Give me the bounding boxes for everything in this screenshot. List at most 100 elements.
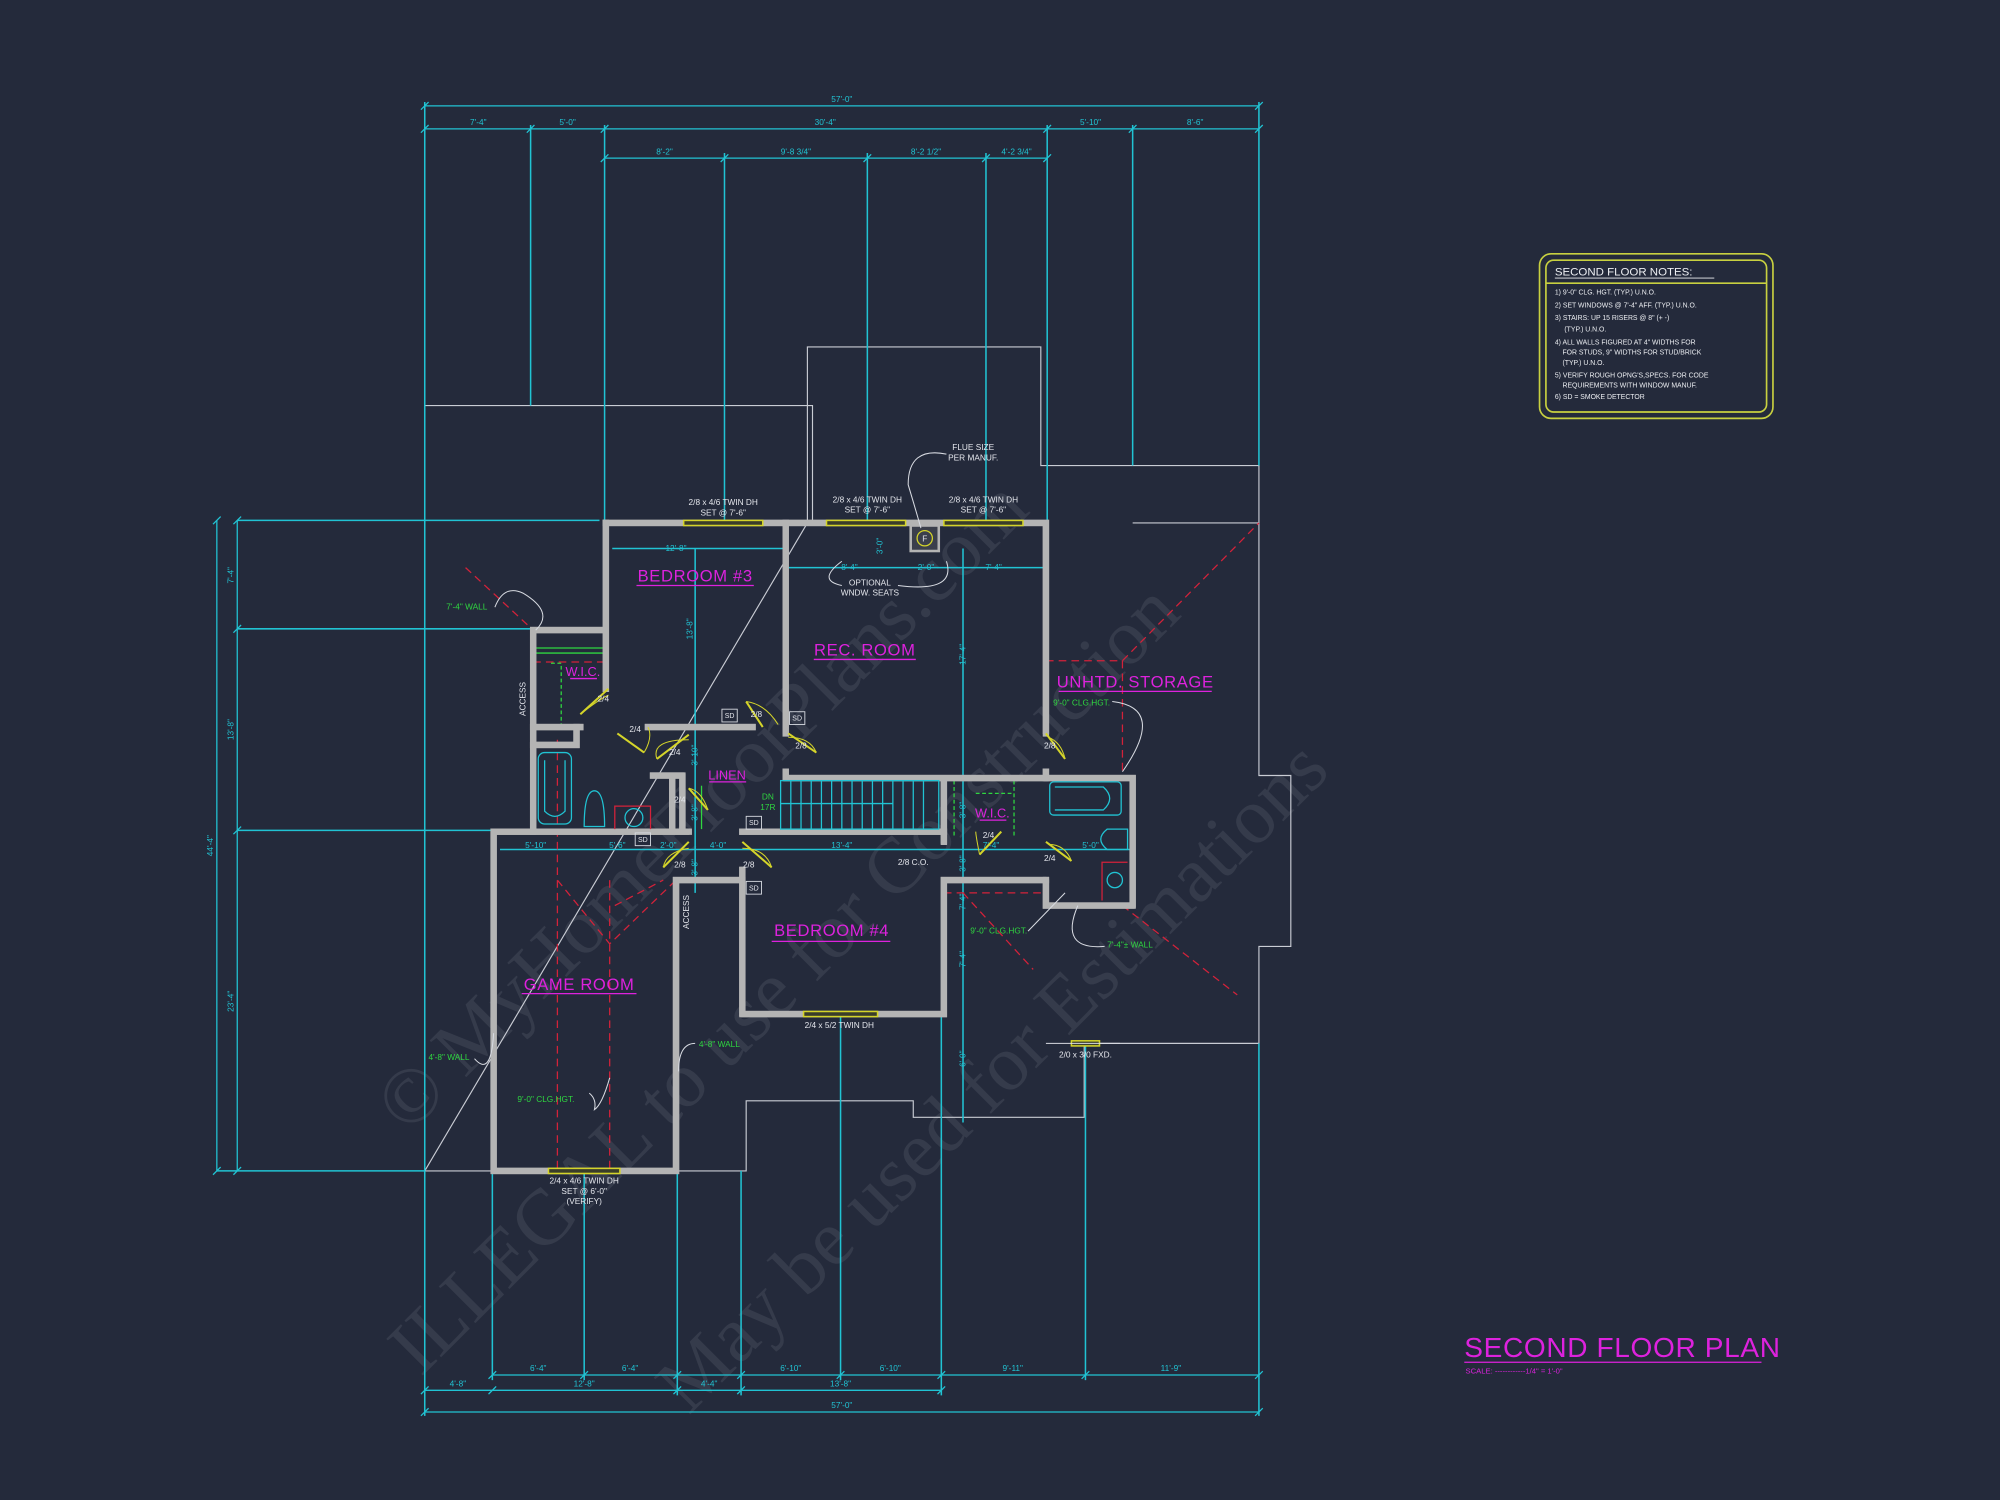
- dim-left-overall: 44'-4": [205, 835, 215, 856]
- stairs: DN 17R: [760, 779, 940, 830]
- window-game: [547, 1167, 621, 1175]
- dim-top-r3-1: 8'-2": [656, 146, 673, 156]
- door-label: 2/4: [983, 830, 995, 840]
- dim-interior: 12'-8": [665, 543, 686, 553]
- wall-height-callout: 4'-8" WALL: [428, 1052, 469, 1062]
- plan-title: SECOND FLOOR PLAN: [1464, 1332, 1780, 1363]
- window-bed3: [682, 519, 764, 527]
- door-label: 2/8: [1044, 741, 1056, 751]
- window-label: (VERIFY): [566, 1196, 602, 1206]
- dim-interior: 7'-4": [983, 840, 1000, 850]
- door-label: 2/4: [629, 724, 641, 734]
- plumbing-fixtures: [537, 751, 1129, 901]
- window-bed4: [802, 1010, 879, 1018]
- attic-access-label: ACCESS: [518, 681, 528, 716]
- dim-interior: 7'-4": [958, 951, 968, 968]
- note-line: 5) VERIFY ROUGH OPNG'S,SPECS. FOR CODE: [1555, 373, 1709, 380]
- toilet-right: [1100, 828, 1129, 851]
- dimension-left: 44'-4" 7'-4" 13'-8" 23'-4": [205, 516, 242, 1176]
- dim-bot-overall: 57'-0": [831, 1400, 852, 1410]
- room-label-game-room: GAME ROOM: [524, 975, 635, 994]
- dimension-top: 57'-0" 7'-4" 5'-0" 30'-4" 5'-10" 8'-6" 8…: [420, 94, 1264, 163]
- dim-interior: 5'-6": [609, 840, 626, 850]
- dim-left-3: 23'-4": [225, 991, 235, 1012]
- dim-top-r2-1: 7'-4": [470, 117, 487, 127]
- note-line: 6) SD = SMOKE DETECTOR: [1555, 394, 1645, 401]
- room-label-rec-room: REC. ROOM: [814, 641, 916, 660]
- door-label: 2/8: [743, 859, 755, 869]
- door-label: 2/4: [669, 747, 681, 757]
- dim-bot-r2-2: 12'-8": [574, 1378, 595, 1388]
- dim-interior: 7'-4": [985, 562, 1002, 572]
- note-line: 4) ALL WALLS FIGURED AT 4" WIDTHS FOR: [1555, 339, 1696, 346]
- interior-dimensions: 12'-8" 8'-4" 2'-0" 7'-4" 3'-0" 13'-8" 17…: [525, 538, 1099, 1067]
- dim-top-r3-3: 8'-2 1/2": [911, 146, 941, 156]
- note-line: 1) 9'-0" CLG. HGT. (TYP.) U.N.O.: [1555, 290, 1656, 297]
- room-label-storage: UNHTD. STORAGE: [1057, 673, 1214, 692]
- window-rec-1: [825, 519, 907, 527]
- dim-bot-r2-1: 4'-8": [450, 1378, 467, 1388]
- toilet-left: [583, 790, 606, 828]
- dim-interior: 5'-0": [1082, 840, 1099, 850]
- dim-interior: 2'-0": [918, 562, 935, 572]
- window-label: 2/8 x 4/6 TWIN DH: [833, 495, 902, 505]
- door-label: 2/4: [674, 794, 686, 804]
- smoke-detector: SD: [749, 820, 759, 827]
- window-label: SET @ 6'-0": [561, 1186, 607, 1196]
- dim-top-r2-4: 5'-10": [1080, 117, 1101, 127]
- attic-access-label: ACCESS: [681, 894, 691, 929]
- smoke-detector: SD: [749, 885, 759, 892]
- room-labels: BEDROOM #3 REC. ROOM UNHTD. STORAGE W.I.…: [521, 567, 1214, 995]
- dim-bot-r1-2: 6'-4": [622, 1363, 639, 1373]
- window-label: SET @ 7'-6": [961, 505, 1007, 515]
- dim-interior: 5'-10": [525, 840, 546, 850]
- dim-interior: 6'-0": [958, 1050, 968, 1067]
- window-label: SET @ 7'-6": [845, 505, 891, 515]
- cased-opening-label: 2/8 C.O.: [898, 857, 929, 867]
- bathtub-left: [537, 751, 573, 825]
- plan-scale: SCALE: ------------1/4" = 1'-0": [1466, 1367, 1563, 1376]
- windows: [547, 519, 1120, 1175]
- note-line: FOR STUDS, 9" WIDTHS FOR STUD/BRICK: [1555, 350, 1702, 357]
- window-label: SET @ 7'-6": [700, 507, 746, 517]
- window-label: 2/4 x 5/2 TWIN DH: [805, 1020, 874, 1030]
- flue: F: [909, 524, 941, 553]
- wall-height-callout: 4'-8" WALL: [699, 1039, 740, 1049]
- window-label: 2/8 x 4/6 TWIN DH: [689, 497, 758, 507]
- extension-lines: [216, 102, 1260, 1416]
- closet-shelving: [535, 647, 1015, 836]
- door-label: 2/8: [795, 741, 807, 751]
- smoke-detector: SD: [792, 716, 802, 723]
- stairs-direction: DN: [762, 792, 774, 802]
- dimension-bottom: 6'-4" 6'-4" 6'-10" 6'-10" 9'-11" 11'-9" …: [420, 1363, 1264, 1417]
- door-label: 2/8: [674, 859, 686, 869]
- dim-interior: 17'-4": [958, 644, 968, 665]
- dim-left-2: 13'-8": [225, 719, 235, 740]
- flue-symbol: F: [922, 533, 927, 543]
- dim-bot-r2-3: 4'-4": [701, 1378, 718, 1388]
- dim-top-r2-5: 8'-6": [1187, 117, 1204, 127]
- note-line: 2) SET WINDOWS @ 7'-4" AFF. (TYP.) U.N.O…: [1555, 302, 1697, 309]
- door-label: 2/4: [598, 694, 610, 704]
- smoke-detector: SD: [638, 837, 648, 844]
- note-line: REQUIREMENTS WITH WINDOW MANUF.: [1555, 383, 1697, 390]
- dim-bot-r1-4: 6'-10": [880, 1363, 901, 1373]
- dim-top-r3-2: 9'-8 3/4": [781, 146, 811, 156]
- callouts: FLUE SIZE PER MANUF. OPTIONAL WNDW. SEAT…: [428, 442, 1153, 1111]
- seats-callout: OPTIONAL: [849, 577, 891, 587]
- roof-outline: [423, 346, 1292, 1172]
- window-label: 2/8 x 4/6 TWIN DH: [949, 495, 1018, 505]
- bathtub-right: [1049, 781, 1122, 816]
- room-label-linen: LINEN: [708, 767, 746, 782]
- wall-height-callout: 7'-4" WALL: [446, 602, 487, 612]
- ceiling-height-callout: 9'-0" CLG.HGT.: [970, 926, 1027, 936]
- room-label-bedroom-3: BEDROOM #3: [638, 567, 753, 586]
- smoke-detectors: SD SD SD SD SD: [634, 708, 806, 895]
- ceiling-height-callout: 9'-0" CLG.HGT.: [1053, 697, 1110, 707]
- dim-interior: 13'-8": [685, 618, 695, 639]
- window-labels: 2/8 x 4/6 TWIN DH SET @ 7'-6" 2/8 x 4/6 …: [550, 495, 1112, 1207]
- dim-interior: 2'-0": [660, 840, 677, 850]
- door-label: 2/4: [1044, 853, 1056, 863]
